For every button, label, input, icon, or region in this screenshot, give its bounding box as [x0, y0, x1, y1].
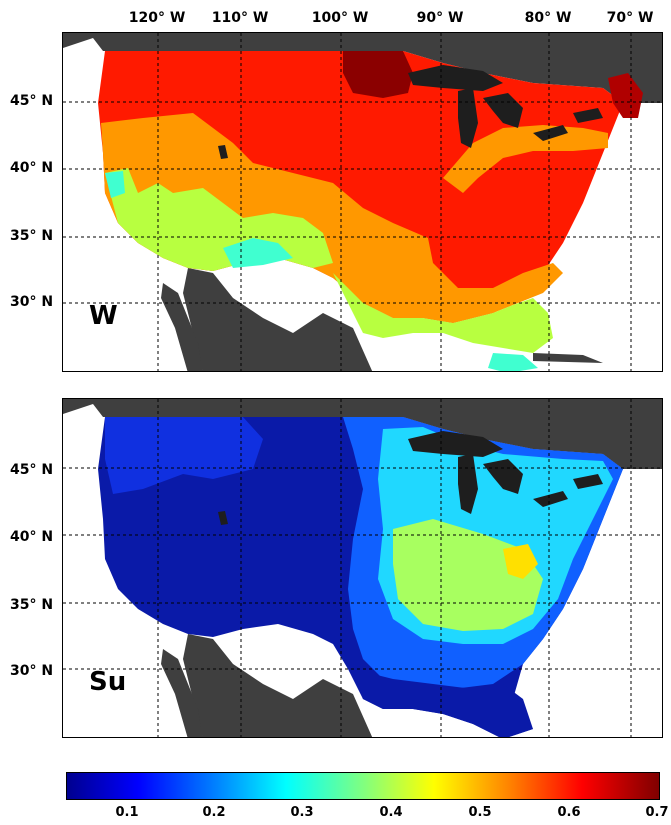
baja-peninsula — [161, 649, 203, 737]
lat-label-40n-top: 40° N — [10, 160, 54, 176]
colorbar-tick-0-7: 0.7 — [645, 805, 669, 820]
lat-label-45n-top: 45° N — [10, 93, 54, 109]
colorbar-tick-0-2: 0.2 — [202, 805, 226, 820]
graticule-winter — [63, 33, 662, 371]
panel-label-summer: Su — [89, 667, 127, 697]
lat-label-35n-bottom: 35° N — [10, 597, 54, 613]
lat-label-30n-bottom: 30° N — [10, 663, 54, 679]
lat-label-30n-top: 30° N — [10, 294, 54, 310]
lat-label-45n-bottom: 45° N — [10, 462, 54, 478]
lat-label-40n-bottom: 40° N — [10, 529, 54, 545]
heat-field-summer — [98, 417, 623, 737]
canada-landmass — [63, 33, 662, 103]
panel-label-winter: W — [89, 301, 118, 331]
lon-label-80w: 80° W — [524, 10, 572, 26]
colorbar-tick-0-4: 0.4 — [379, 805, 403, 820]
colorbar-tick-0-5: 0.5 — [468, 805, 492, 820]
map-summer-svg — [63, 399, 662, 737]
mexico-landmass — [183, 268, 373, 371]
colorbar-tick-0-6: 0.6 — [557, 805, 581, 820]
lat-label-35n-top: 35° N — [10, 228, 54, 244]
lon-label-90w: 90° W — [416, 10, 464, 26]
colorbar-tick-0-1: 0.1 — [115, 805, 139, 820]
map-panel-summer: Su — [62, 398, 663, 738]
graticule-summer — [63, 399, 662, 737]
map-panel-winter: W — [62, 32, 663, 372]
canada-landmass — [63, 399, 662, 469]
heat-field-winter — [98, 51, 643, 371]
lon-label-110w: 110° W — [211, 10, 269, 26]
lon-label-100w: 100° W — [311, 10, 369, 26]
map-winter-svg — [63, 33, 662, 371]
great-lakes — [218, 65, 603, 159]
colorbar — [66, 772, 660, 800]
lon-label-70w: 70° W — [606, 10, 654, 26]
mexico-landmass — [183, 634, 373, 737]
baja-peninsula — [161, 283, 203, 371]
lon-label-120w: 120° W — [128, 10, 186, 26]
colorbar-tick-0-3: 0.3 — [290, 805, 314, 820]
caribbean-land — [533, 353, 603, 363]
